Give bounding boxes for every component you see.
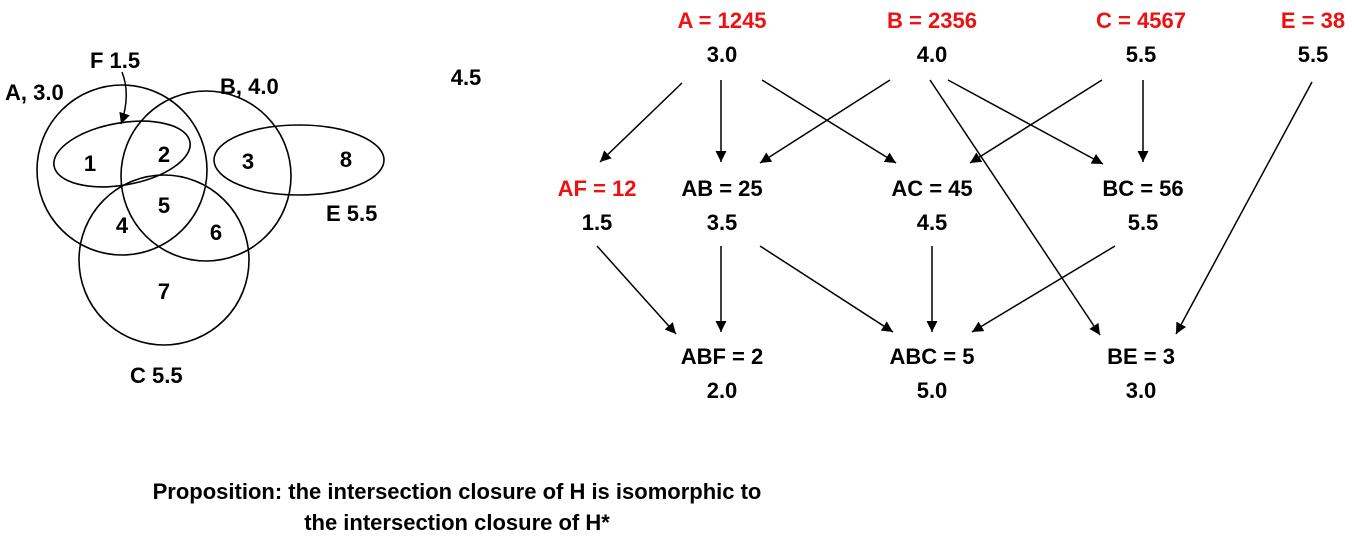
node-ac-label: AC = 45 xyxy=(891,176,972,201)
node-a: A = 1245 3.0 xyxy=(677,8,766,67)
node-abc-label: ABC = 5 xyxy=(890,344,975,369)
lattice-edges xyxy=(596,79,1313,336)
node-ac-value: 4.5 xyxy=(917,210,948,235)
node-af-label: AF = 12 xyxy=(558,176,637,201)
node-e-label: E = 38 xyxy=(1281,8,1345,33)
venn-f-pointer-arrow xyxy=(119,71,130,125)
proposition-text: Proposition: the intersection closure of… xyxy=(0,476,914,538)
node-abf-value: 2.0 xyxy=(707,378,738,403)
floating-value: 4.5 xyxy=(451,65,482,90)
node-be-value: 3.0 xyxy=(1126,378,1157,403)
node-c: C = 4567 5.5 xyxy=(1096,8,1186,67)
node-bc: BC = 56 5.5 xyxy=(1102,176,1183,235)
edge-af-abf xyxy=(596,245,677,335)
edge-b-bc xyxy=(947,79,1104,165)
venn-region-8: 8 xyxy=(340,147,352,172)
venn-label-c: C 5.5 xyxy=(130,363,183,388)
venn-set-e xyxy=(213,124,385,196)
node-abf-label: ABF = 2 xyxy=(681,344,764,369)
edge-b-ab xyxy=(759,79,891,164)
venn-region-6: 6 xyxy=(210,220,222,245)
venn-region-7: 7 xyxy=(158,279,170,304)
venn-set-b xyxy=(120,90,292,262)
node-b: B = 2356 4.0 xyxy=(887,8,977,67)
node-af: AF = 12 1.5 xyxy=(558,176,637,235)
node-ab-value: 3.5 xyxy=(707,210,738,235)
edge-a-af xyxy=(599,82,683,163)
proposition-line-1: Proposition: the intersection closure of… xyxy=(152,479,762,504)
venn-region-1: 1 xyxy=(84,151,96,176)
node-b-value: 4.0 xyxy=(917,42,948,67)
edge-b-be xyxy=(929,79,1101,336)
node-abc: ABC = 5 5.0 xyxy=(890,344,975,403)
edge-e-be xyxy=(1175,81,1313,335)
node-bc-value: 5.5 xyxy=(1128,210,1159,235)
node-bc-label: BC = 56 xyxy=(1102,176,1183,201)
node-e: E = 38 5.5 xyxy=(1281,8,1345,67)
venn-region-5: 5 xyxy=(158,193,170,218)
venn-set-f xyxy=(53,120,191,188)
venn-region-2: 2 xyxy=(158,142,170,167)
edge-c-ac xyxy=(969,79,1103,164)
venn-set-c xyxy=(78,174,250,346)
venn-region-3: 3 xyxy=(242,149,254,174)
node-a-value: 3.0 xyxy=(707,42,738,67)
venn-label-e: E 5.5 xyxy=(326,201,377,226)
venn-region-4: 4 xyxy=(116,213,129,238)
node-af-value: 1.5 xyxy=(582,210,613,235)
node-ab: AB = 25 3.5 xyxy=(681,176,762,235)
venn-set-a xyxy=(36,84,208,256)
venn-label-f: F 1.5 xyxy=(90,48,140,73)
node-be: BE = 3 3.0 xyxy=(1107,344,1175,403)
venn-label-b: B, 4.0 xyxy=(220,74,279,99)
edge-ab-abc xyxy=(759,245,894,333)
node-ab-label: AB = 25 xyxy=(681,176,762,201)
lattice-nodes: A = 1245 3.0 B = 2356 4.0 C = 4567 5.5 E… xyxy=(558,8,1346,403)
node-be-label: BE = 3 xyxy=(1107,344,1175,369)
venn-diagram: A, 3.0 B, 4.0 C 5.5 E 5.5 F 1.5 1 2 3 8 … xyxy=(5,48,385,388)
node-e-value: 5.5 xyxy=(1298,42,1329,67)
node-abf: ABF = 2 2.0 xyxy=(681,344,764,403)
node-abc-value: 5.0 xyxy=(917,378,948,403)
node-a-label: A = 1245 xyxy=(677,8,766,33)
node-b-label: B = 2356 xyxy=(887,8,977,33)
venn-label-a: A, 3.0 xyxy=(5,80,64,105)
node-ac: AC = 45 4.5 xyxy=(891,176,972,235)
edge-bc-abc xyxy=(971,245,1116,333)
node-c-label: C = 4567 xyxy=(1096,8,1186,33)
proposition-line-2: the intersection closure of H* xyxy=(304,510,610,535)
node-c-value: 5.5 xyxy=(1126,42,1157,67)
edge-a-ac xyxy=(761,79,897,164)
